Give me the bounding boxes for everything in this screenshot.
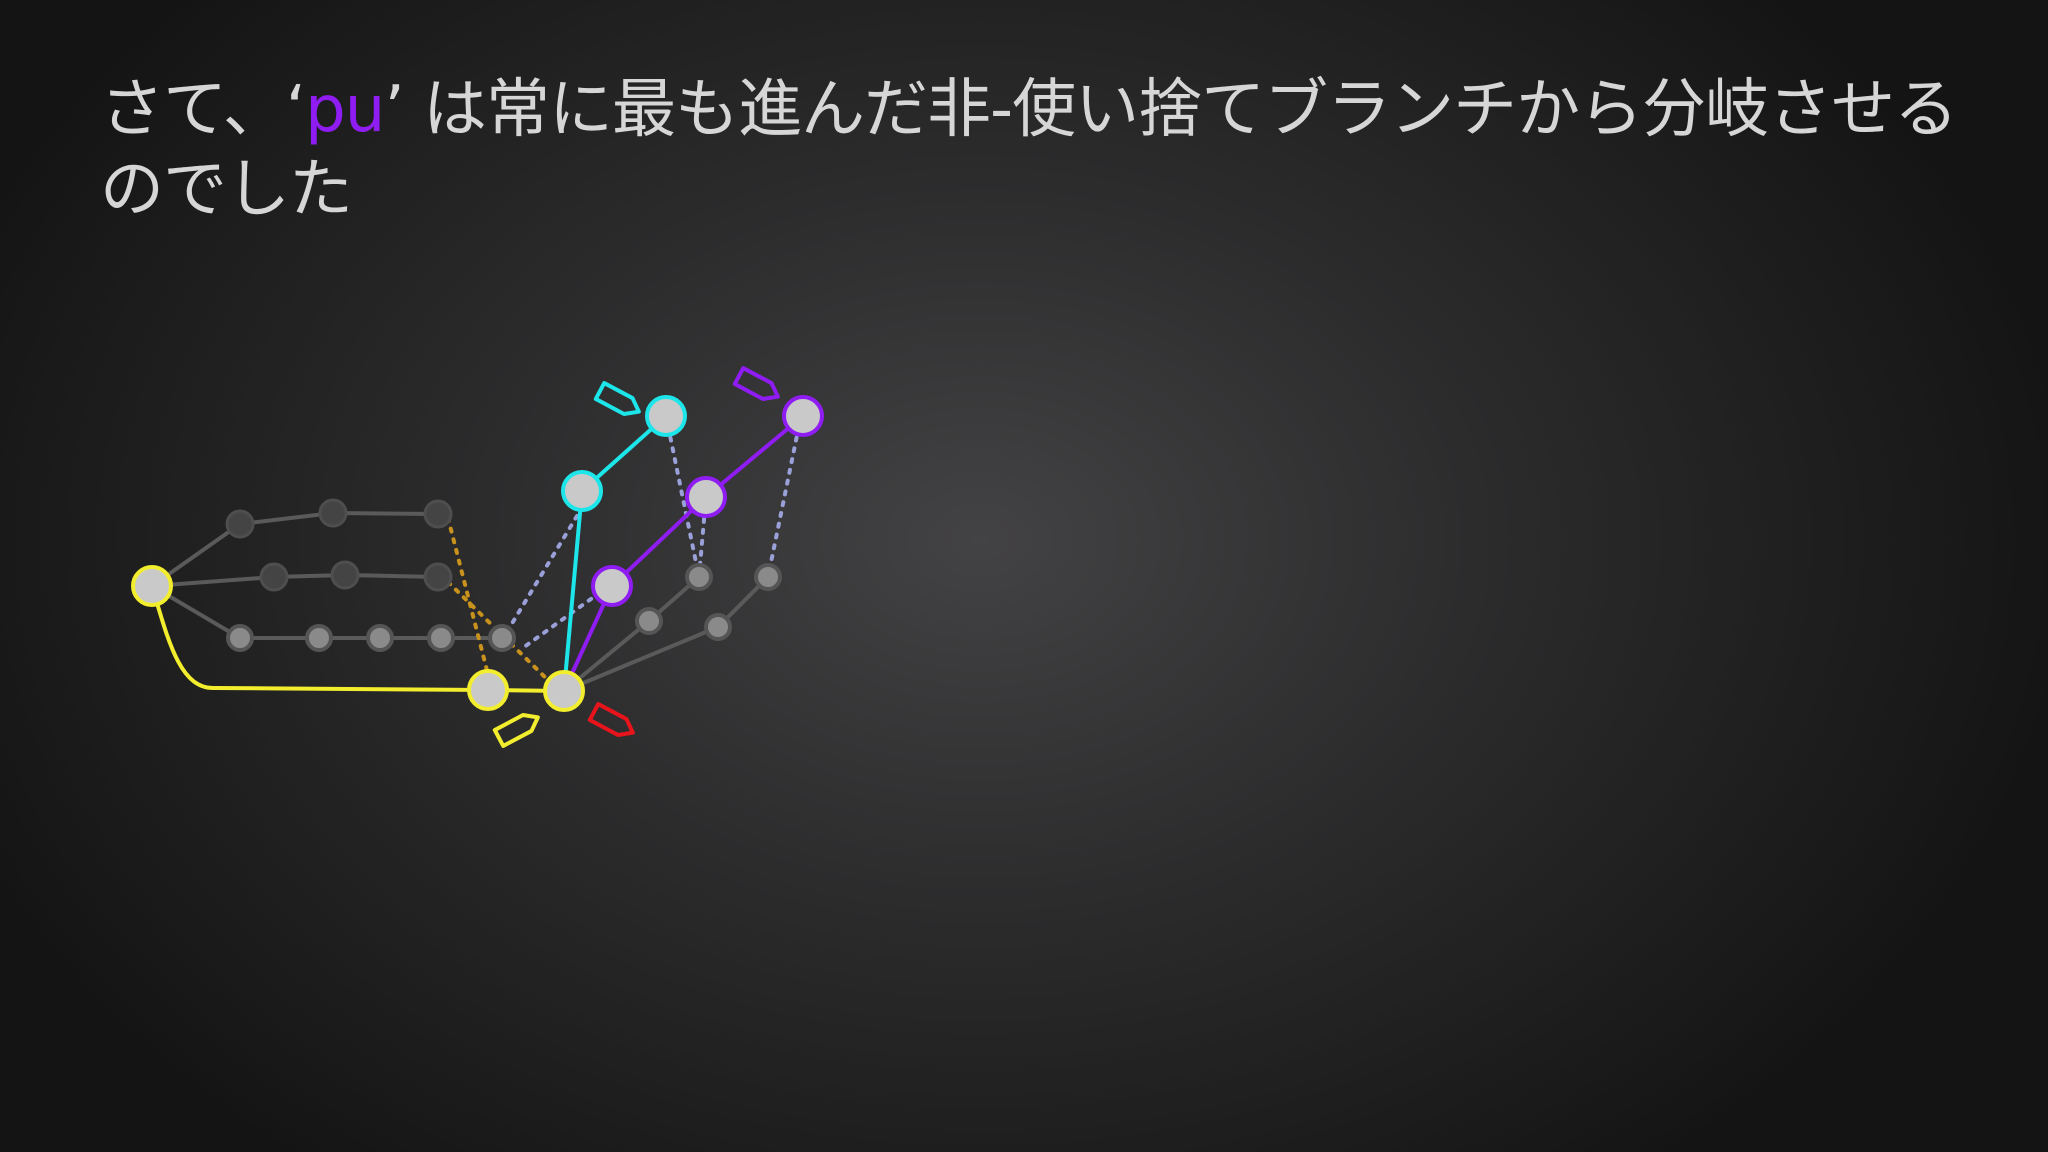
gray-commit — [635, 607, 663, 635]
gray-commit — [488, 624, 516, 652]
gray-commit — [318, 498, 348, 528]
yellow-tag-icon — [492, 713, 540, 748]
gray-commit — [423, 499, 453, 529]
gray-commit — [226, 624, 254, 652]
gray-commit — [423, 562, 453, 592]
slide-title: さて、‘pu’ は常に最も進んだ非-使い捨てブランチから分岐させるのでした — [100, 70, 2000, 230]
dotted-lavender-connector-3 — [664, 414, 701, 579]
dotted-lavender-connector-5 — [766, 414, 803, 579]
title-text-before: さて、‘ — [100, 73, 306, 147]
title-text-after: ’ は常に最も進んだ非-使い捨てブランチから分岐させるのでした — [100, 73, 1958, 227]
cyan-tag-icon — [593, 381, 641, 416]
red-head-tag-icon — [587, 702, 635, 737]
gray-commit — [259, 562, 289, 592]
gray-commit — [704, 613, 732, 641]
yellow-head-commit — [543, 670, 585, 712]
title-highlight-pu: pu — [305, 73, 385, 147]
gray-branch-middle-line — [151, 572, 439, 588]
inactive-branch-lines — [150, 510, 770, 693]
branch-tags — [492, 366, 780, 748]
purple-head-commit — [782, 395, 824, 437]
purple-commit — [591, 565, 633, 607]
gray-commit — [305, 624, 333, 652]
gray-commit — [427, 624, 455, 652]
gray-commit — [685, 563, 713, 591]
dotted-lavender-connector-1 — [500, 514, 579, 642]
purple-commit — [685, 476, 727, 518]
yellow-root-commit — [131, 565, 173, 607]
cyan-commit — [561, 470, 603, 512]
gray-commit — [330, 560, 360, 590]
gray-commit — [754, 563, 782, 591]
purple-branch-line — [562, 414, 805, 692]
gray-commit — [225, 509, 255, 539]
gray-branch-top-line — [150, 510, 439, 588]
yellow-commit — [467, 669, 509, 711]
dotted-orange-connector-2 — [446, 580, 554, 686]
gray-branch-right-upper-line — [562, 575, 701, 693]
inactive-commits — [225, 498, 782, 652]
gray-commit — [366, 624, 394, 652]
dotted-lavender-connector-2 — [518, 584, 611, 652]
cyan-head-commit — [645, 395, 687, 437]
yellow-branch-line — [150, 585, 565, 693]
purple-tag-icon — [732, 366, 780, 401]
active-commits — [131, 395, 824, 712]
